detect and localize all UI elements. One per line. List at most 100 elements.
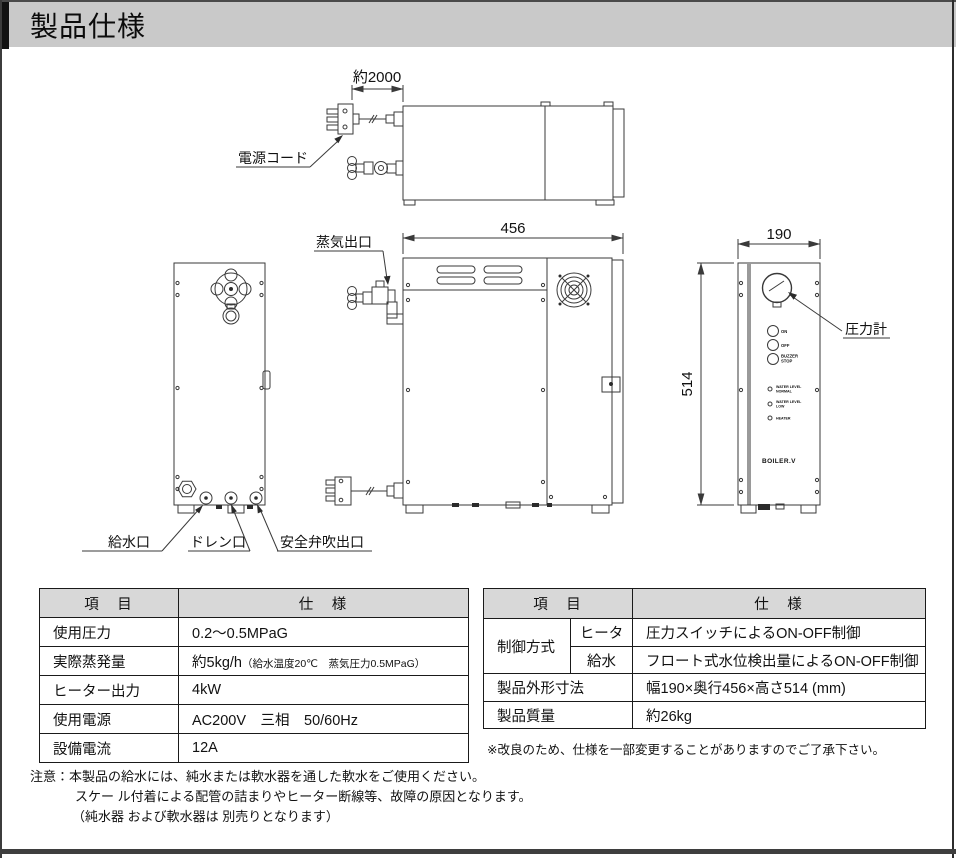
steam-outlet-label: 蒸気出口: [316, 234, 372, 250]
side-view-drawing: 蒸気出口 456: [314, 220, 624, 514]
table-row: ヒーター出力 4kW: [39, 675, 469, 705]
caution-line-3: （純水器 および軟水器は 別売りとなります）: [72, 809, 339, 824]
title-bar: 製品仕様: [0, 0, 956, 49]
indicator-lamps: WATER LEVEL NORMAL WATER LEVEL LOW HEATE…: [767, 385, 802, 421]
table-row: 設備電流 12A: [39, 733, 469, 763]
row-item: 使用電源: [39, 704, 179, 734]
page-border-left: [0, 0, 2, 858]
water-level-low-lamp: [767, 401, 773, 407]
depth-dimension: 456: [402, 220, 624, 254]
spec-table-right: 項 目 仕 様 制御方式 ヒータ 圧力スイッチによるON-OFF制御 給水 フロ…: [483, 588, 926, 729]
control-buttons: ON OFF BUZZER STOP: [767, 325, 798, 365]
row-item: 使用圧力: [39, 617, 179, 647]
column-header-item: 項 目: [483, 588, 633, 619]
table-row: 使用圧力 0.2〜0.5MPaG: [39, 617, 469, 647]
rear-view-drawing: 給水口 ドレン口 安全弁吹出口: [82, 262, 372, 552]
caution-note: 注意：本製品の給水には、純水または軟水器を通した軟水をご使用ください。 スケー …: [30, 767, 532, 827]
on-button-label: ON: [781, 329, 787, 334]
table-row: 実際蒸発量 約5kg/h（給水温度20℃ 蒸気圧力0.5MPaG）: [39, 646, 469, 676]
valve-icon: [347, 156, 404, 180]
lamp-label: HEATER: [776, 417, 791, 421]
table-row: 制御方式 ヒータ 圧力スイッチによるON-OFF制御: [483, 618, 926, 674]
column-header-spec: 仕 様: [632, 588, 926, 619]
leader-arrow: [257, 504, 263, 514]
height-dimension: 514: [679, 262, 734, 506]
power-cord-line: [359, 111, 404, 127]
leader-arrow: [334, 135, 343, 144]
lamp-label: WATER LEVEL: [776, 400, 802, 404]
spec-table-right-container: 項 目 仕 様 制御方式 ヒータ 圧力スイッチによるON-OFF制御 給水 フロ…: [483, 588, 926, 729]
control-sub-heater: ヒータ: [570, 618, 633, 647]
water-level-normal-lamp: [767, 386, 773, 392]
row-spec: フロート式水位検出量によるON-OFF制御: [632, 646, 926, 674]
row-item: 設備電流: [39, 733, 179, 763]
leader-arrow: [231, 504, 237, 514]
heater-lamp: [767, 415, 773, 421]
door-handle: [262, 370, 271, 390]
cord-length-value: 約2000: [353, 69, 401, 86]
page-title: 製品仕様: [30, 10, 147, 42]
table-row: 製品外形寸法 幅190×奥行456×高さ514 (mm): [483, 673, 926, 702]
title-left-block: [0, 2, 9, 49]
caution-line-2: スケー ル付着による配管の詰まりやヒーター断線等、故障の原因となります。: [75, 789, 532, 804]
control-method-label: 制御方式: [483, 618, 571, 674]
front-view-drawing: 圧力計 ON OFF BUZZER STOP WATER LEVEL NORMA…: [679, 226, 890, 514]
column-header-spec: 仕 様: [178, 588, 469, 618]
pressure-gauge-label: 圧力計: [845, 321, 887, 337]
power-cord-label: 電源コード: [238, 150, 308, 166]
spec-change-footnote: ※改良のため、仕様を一部変更することがありますのでご了承下さい。: [487, 743, 885, 757]
off-button-label: OFF: [781, 343, 790, 348]
top-view-drawing: 約2000 電源コード: [236, 69, 625, 206]
safety-valve-label: 安全弁吹出口: [280, 534, 364, 550]
control-sub-feedwater: 給水: [570, 646, 633, 674]
off-button[interactable]: [767, 339, 779, 351]
on-button[interactable]: [767, 325, 779, 337]
table-row: 製品質量 約26kg: [483, 701, 926, 729]
row-item: 実際蒸発量: [39, 646, 179, 676]
bottom-fittings: [199, 491, 263, 505]
steam-valve-icon: [347, 280, 404, 325]
spec-table-left-container: 項 目 仕 様 使用圧力 0.2〜0.5MPaG 実際蒸発量 約5kg/h（給水…: [39, 588, 469, 763]
brand-text: BOILER.V: [762, 458, 796, 465]
height-value: 514: [679, 371, 696, 396]
row-spec: 約26kg: [632, 701, 926, 729]
row-spec: 圧力スイッチによるON-OFF制御: [632, 618, 926, 647]
power-plug-icon: [326, 103, 360, 135]
row-spec: 12A: [178, 733, 469, 763]
leader-arrow: [788, 292, 797, 300]
column-header-item: 項 目: [39, 588, 179, 618]
buzzer-stop-button[interactable]: [767, 353, 779, 365]
louver-vents: [436, 265, 523, 285]
buzzer-stop-label-1: BUZZER: [781, 354, 798, 359]
cord-length-dimension: 約2000: [351, 69, 404, 102]
page-bottom-bar: [0, 849, 956, 854]
spec-table-left: 項 目 仕 様 使用圧力 0.2〜0.5MPaG 実際蒸発量 約5kg/h（給水…: [39, 588, 469, 763]
lamp-label: WATER LEVEL: [776, 385, 802, 389]
door-hinge-stripe: [747, 263, 751, 505]
row-spec: 幅190×奥行456×高さ514 (mm): [632, 673, 926, 702]
fill-cap-icon: [210, 268, 252, 325]
pressure-gauge-icon: [761, 272, 793, 308]
door-latch: [601, 376, 621, 393]
depth-value: 456: [500, 220, 525, 237]
buzzer-stop-label-2: STOP: [781, 358, 793, 363]
width-value: 190: [766, 226, 791, 243]
bolt-dots: [738, 280, 820, 495]
leader-arrow: [383, 275, 391, 285]
power-plug-side-icon: [325, 476, 404, 506]
caution-line-1: 注意：本製品の給水には、純水または軟水器を通した軟水をご使用ください。: [30, 769, 486, 784]
lamp-label: LOW: [776, 405, 785, 409]
water-inlet-fitting: [177, 480, 197, 498]
water-inlet-label: 給水口: [108, 534, 150, 550]
leader-arrow: [195, 505, 203, 514]
row-item: 製品外形寸法: [483, 673, 633, 702]
row-item: 製品質量: [483, 701, 633, 729]
table-row: 使用電源 AC200V 三相 50/60Hz: [39, 704, 469, 734]
fan-grille-icon: [556, 272, 592, 308]
page-border-right: [952, 0, 954, 858]
bolt-dots: [175, 280, 264, 492]
row-item: ヒーター出力: [39, 675, 179, 705]
drain-label: ドレン口: [190, 534, 246, 550]
bolt-dots: [405, 282, 608, 500]
